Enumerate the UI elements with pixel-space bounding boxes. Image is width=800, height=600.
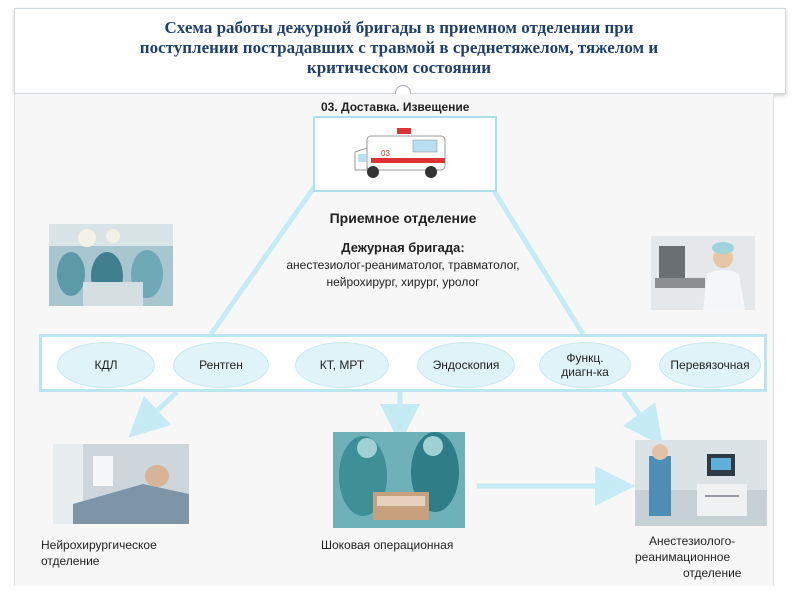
- connector-arrows: [128, 184, 663, 506]
- surgery-team-photo: [49, 224, 173, 306]
- neurosurgery-label-2: отделение: [41, 554, 100, 568]
- neurosurgery-photo: [53, 444, 189, 524]
- arrow-neuro: [128, 390, 179, 438]
- service-label: Рентген: [199, 358, 243, 372]
- diagram-area: 03. Доставка. Извещение 03 Приемное отде…: [14, 94, 774, 586]
- service-xray: Рентген: [173, 342, 269, 388]
- team-line-1: анестезиолог-реаниматолог, травматолог,: [286, 258, 520, 272]
- service-label: Перевязочная: [670, 358, 750, 372]
- shock-room-label: Шоковая операционная: [321, 538, 454, 552]
- title-line-2: поступлении пострадавших с травмой в сре…: [139, 38, 659, 57]
- icu-label-2: реанимационное: [635, 550, 731, 564]
- icu-photo: [635, 440, 767, 526]
- service-label: Функц. диагн-ка: [561, 351, 609, 379]
- service-kdl: КДЛ: [57, 342, 155, 388]
- ambulance-icon: 03: [354, 128, 446, 178]
- neurosurgery-label-1: Нейрохирургическое: [41, 538, 157, 552]
- ambulance-mark: 03: [381, 149, 390, 158]
- team-line-2: нейрохирург, хирург, уролог: [326, 275, 480, 289]
- service-label: Эндоскопия: [432, 358, 500, 372]
- service-label: КТ, МРТ: [319, 358, 365, 372]
- shock-operating-room-photo: [333, 432, 465, 528]
- service-endoscopy: Эндоскопия: [417, 342, 515, 388]
- reception-heading: Приемное отделение: [329, 210, 477, 226]
- icu-label-1: Анестезиолого-: [649, 534, 736, 548]
- title-frame: [14, 8, 786, 94]
- diagnostic-services-panel: [39, 334, 767, 392]
- title-line-1: Схема работы дежурной бригады в приемном…: [164, 18, 634, 37]
- icu-label-3: отделение: [683, 566, 742, 580]
- arrow-to-left: [208, 184, 318, 336]
- arrow-icu: [620, 390, 663, 447]
- team-title: Дежурная бригада:: [341, 240, 465, 255]
- service-dressing-room: Перевязочная: [659, 342, 761, 388]
- diagram-title: Схема работы дежурной бригады в приемном…: [14, 18, 784, 78]
- service-functional-diagnostics: Функц. диагн-ка: [539, 342, 631, 388]
- doctor-microscope-photo: [651, 236, 755, 310]
- title-line-3: критическом состоянии: [306, 58, 492, 77]
- ambulance-box: 03: [313, 116, 497, 192]
- service-label: КДЛ: [94, 358, 118, 372]
- delivery-label: 03. Доставка. Извещение: [321, 100, 470, 114]
- arrow-to-right: [488, 184, 586, 336]
- service-ct-mri: КТ, МРТ: [295, 342, 389, 388]
